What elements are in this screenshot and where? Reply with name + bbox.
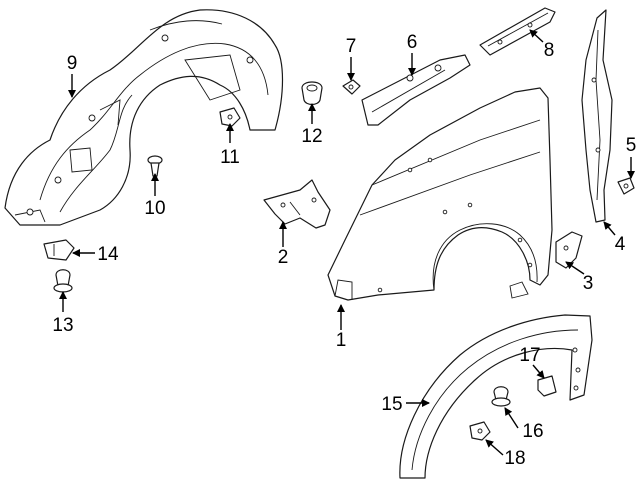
clip-17 [537,375,557,397]
fender-seal-4 [581,9,613,223]
callout-16: 16 [522,421,543,442]
bracket-3 [555,231,583,269]
upper-rail-8 [479,7,556,56]
leader-8 [529,29,544,43]
callouts: 1 2 3 4 5 6 7 8 9 10 11 12 13 14 15 16 1… [52,32,636,469]
callout-7: 7 [346,36,357,57]
leader-16 [504,407,519,429]
leader-3 [565,261,585,275]
front-fender-1 [327,87,553,301]
callout-2: 2 [278,247,289,268]
callout-3: 3 [583,273,594,294]
callout-18: 18 [504,448,525,469]
wheelhouse-liner [4,9,284,226]
grommet-12 [301,81,323,106]
leader-18 [485,439,504,456]
callout-15: 15 [381,394,402,415]
clip-18 [469,421,491,441]
callout-6: 6 [407,32,418,53]
screw-7 [342,79,361,95]
callout-11: 11 [220,147,240,168]
callout-10: 10 [144,198,165,219]
fender-bracket-2 [263,179,331,229]
leader-17 [532,364,545,379]
leader-4 [603,221,616,236]
push-pin-16 [491,386,511,407]
callout-12: 12 [301,126,322,147]
clip-14 [43,239,75,261]
wheel-molding-15 [399,314,593,479]
push-clip-10 [147,155,163,177]
support-bracket-6 [361,54,471,126]
callout-14: 14 [97,244,119,265]
callout-5: 5 [626,135,637,156]
push-pin-13 [53,269,73,293]
screw-5 [617,177,635,195]
leader-lines [59,29,635,456]
callout-9: 9 [67,53,78,74]
callout-17: 17 [519,345,540,366]
clip-11 [219,107,241,127]
callout-8: 8 [544,40,555,61]
callout-1: 1 [336,330,347,351]
callout-4: 4 [615,234,626,255]
callout-13: 13 [52,315,73,336]
